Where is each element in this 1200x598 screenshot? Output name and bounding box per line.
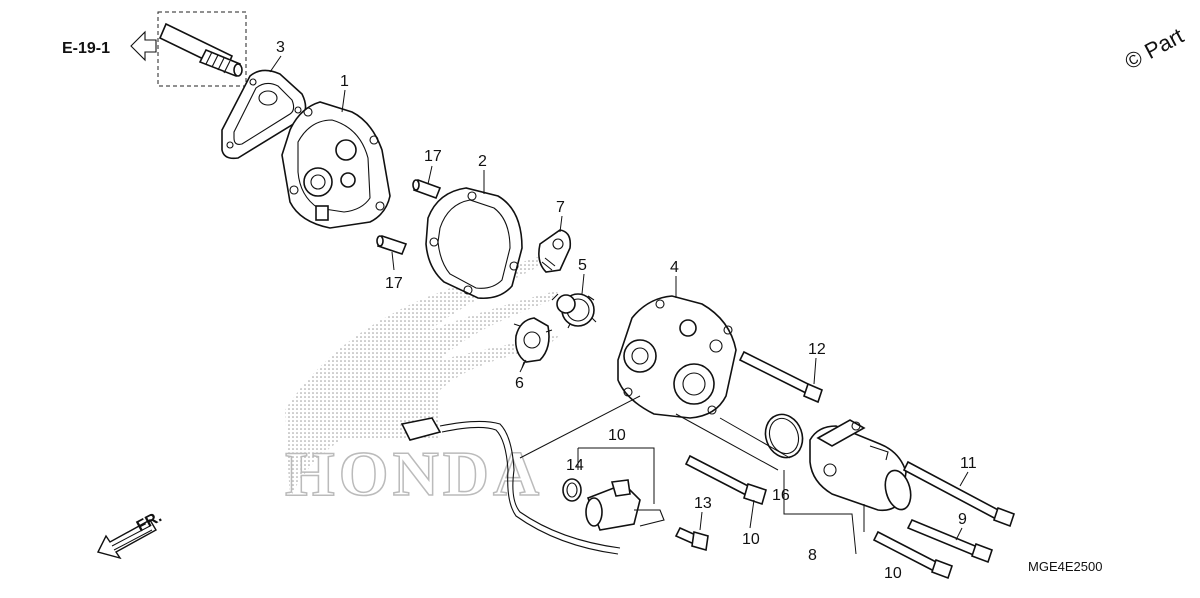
reference-label[interactable]: E-19-1 (62, 40, 110, 57)
callout-4: 4 (670, 259, 679, 276)
diagram-code: MGE4E2500 (1028, 559, 1102, 574)
callout-8: 8 (808, 547, 817, 564)
part-17-pin-lower[interactable] (376, 235, 408, 255)
part-2-gasket[interactable] (425, 187, 523, 300)
shaft-reference-box (157, 11, 247, 87)
honda-watermark-text: HONDA (285, 438, 543, 509)
part-6-gear-assembly[interactable] (513, 317, 553, 369)
callout-7: 7 (556, 199, 565, 216)
honda-watermark: HONDA (284, 250, 560, 510)
callout-17-upper: 17 (424, 148, 442, 165)
callout-17-lower: 17 (385, 275, 403, 292)
callout-13: 12 (808, 341, 826, 358)
part-15-o-ring[interactable] (562, 478, 582, 502)
callout-10-upper: 9 (958, 511, 967, 528)
part-10-bolt-upper[interactable] (906, 518, 994, 564)
reference-arrow-icon (130, 30, 157, 62)
callout-15: 14 (566, 457, 584, 474)
part-4-shift-housing[interactable] (617, 295, 737, 419)
honda-wing-logo (285, 250, 560, 500)
part-14-bolt[interactable] (674, 526, 709, 552)
part-9-sensor-harness[interactable] (400, 417, 665, 555)
part-17-pin-upper[interactable] (412, 178, 442, 200)
callout-6: 6 (515, 375, 524, 392)
callout-11: 10 (742, 531, 760, 548)
callout-2: 2 (478, 153, 487, 170)
callout-9: 10 (608, 427, 626, 444)
callout-14: 13 (694, 495, 712, 512)
callout-12: 11 (960, 455, 977, 472)
front-direction-arrow: FR. (96, 508, 165, 560)
callout-5: 5 (578, 257, 587, 274)
part-7-bracket[interactable] (538, 229, 572, 273)
copyright-text: © Part (1121, 23, 1188, 74)
part-8-shift-motor[interactable] (809, 419, 915, 512)
part-5-gear[interactable] (551, 293, 597, 329)
callout-3: 3 (276, 39, 285, 56)
callout-10-lower: 10 (884, 565, 902, 582)
shaft-part (158, 22, 243, 78)
callout-1: 1 (340, 73, 349, 90)
callout-16: 16 (772, 487, 790, 504)
part-10-bolt-lower[interactable] (872, 530, 954, 580)
front-arrow-icon (96, 519, 157, 560)
part-12-bolt[interactable] (902, 460, 1016, 528)
part-13-bolt[interactable] (738, 350, 823, 404)
part-1-cover-housing[interactable] (281, 101, 391, 229)
part-11-bolt[interactable] (684, 454, 767, 506)
